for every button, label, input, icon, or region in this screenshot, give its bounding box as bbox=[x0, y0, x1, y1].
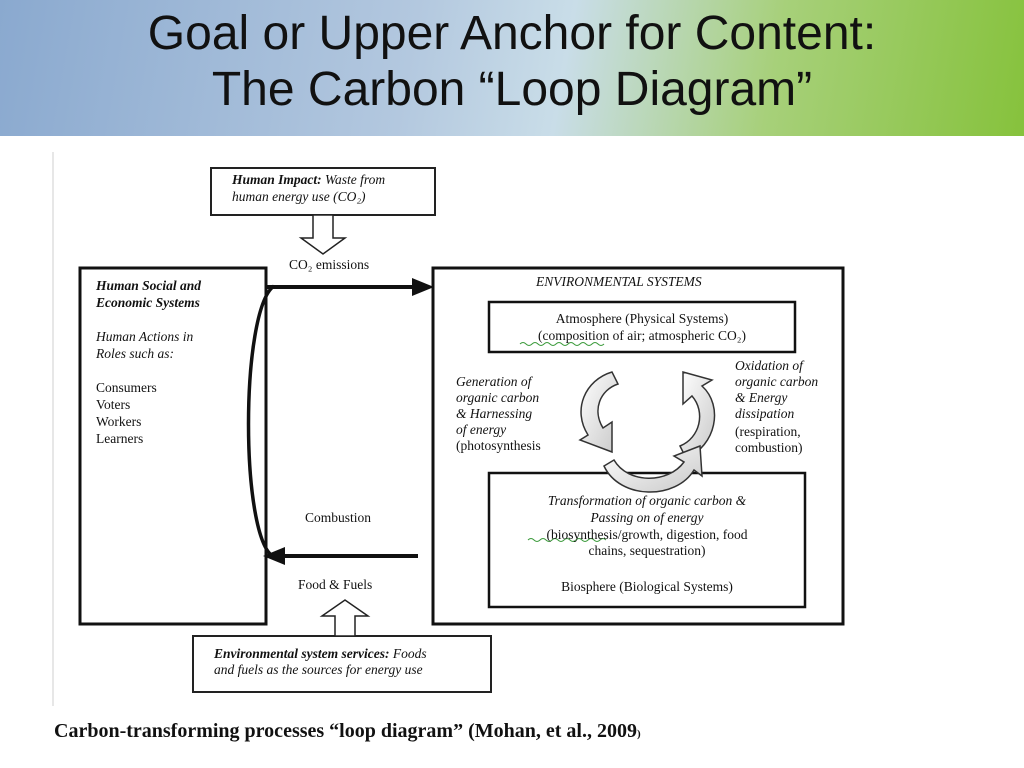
oxidation-paren: combustion) bbox=[735, 440, 803, 455]
generation-paren: (photosynthesis bbox=[456, 438, 541, 453]
atmosphere-line2: (composition of air; atmospheric CO₂) bbox=[538, 328, 746, 343]
generation-line: & Harnessing bbox=[456, 406, 533, 421]
human-systems-title1: Human Social and bbox=[96, 278, 202, 293]
generation-line: Generation of bbox=[456, 374, 532, 389]
env-services-text2: and fuels as the sources for energy use bbox=[214, 662, 423, 677]
human-impact-label: Human Impact: bbox=[232, 172, 322, 187]
spellcheck-underline bbox=[527, 538, 607, 542]
emissions-arrowhead bbox=[412, 278, 434, 296]
food-fuels-label: Food & Fuels bbox=[298, 577, 373, 592]
env-services-text1: Foods bbox=[392, 646, 427, 661]
env-services-label: Environmental system services: bbox=[214, 646, 390, 661]
co2-emissions-label: CO₂ emissions bbox=[289, 257, 370, 272]
role-item: Voters bbox=[96, 397, 131, 412]
role-item: Learners bbox=[96, 431, 144, 446]
oxidation-line: Oxidation of bbox=[735, 358, 803, 373]
loop-curve bbox=[246, 284, 276, 559]
transformation-line2: Passing on of energy bbox=[590, 510, 704, 525]
oxidation-line: & Energy bbox=[735, 390, 788, 405]
figure-caption: Carbon-transforming processes “loop diag… bbox=[54, 720, 641, 743]
generation-line: of energy bbox=[456, 422, 507, 437]
transformation-line4: chains, sequestration) bbox=[588, 543, 706, 558]
role-item: Consumers bbox=[96, 380, 157, 395]
role-item: Workers bbox=[96, 414, 142, 429]
left-cycle-arrow-icon bbox=[578, 371, 620, 454]
caption-tail: ) bbox=[636, 728, 641, 740]
hollow-up-arrow bbox=[319, 599, 371, 637]
bottom-cycle-arrow-icon bbox=[603, 444, 703, 493]
human-impact-text2: human energy use (CO₂) bbox=[232, 189, 366, 204]
atmosphere-box bbox=[487, 300, 797, 354]
human-systems-title2: Economic Systems bbox=[96, 295, 200, 310]
env-systems-title: ENVIRONMENTAL SYSTEMS bbox=[536, 274, 702, 289]
biosphere-label: Biosphere (Biological Systems) bbox=[561, 579, 733, 594]
oxidation-line: dissipation bbox=[735, 406, 795, 421]
transformation-line3: (biosynthesis/growth, digestion, food bbox=[546, 527, 748, 542]
oxidation-line: organic carbon bbox=[735, 374, 819, 389]
slide-title-line1: Goal or Upper Anchor for Content: bbox=[147, 7, 877, 60]
environmental-services-box bbox=[192, 635, 492, 693]
generation-line: organic carbon bbox=[456, 390, 540, 405]
transformation-line1: Transformation of organic carbon & bbox=[547, 493, 747, 508]
biosphere-box bbox=[487, 471, 807, 609]
human-systems-sub2: Roles such as: bbox=[96, 346, 174, 361]
oxidation-paren: (respiration, bbox=[735, 424, 801, 439]
hollow-down-arrow bbox=[298, 214, 348, 255]
human-systems-sub1: Human Actions in bbox=[96, 329, 194, 344]
human-systems-box bbox=[78, 266, 268, 626]
slide-title-line2: The Carbon “Loop Diagram” bbox=[211, 63, 813, 116]
human-impact-text1: Waste from bbox=[325, 172, 386, 187]
caption-main: Carbon-transforming processes “loop diag… bbox=[54, 720, 637, 742]
human-impact-text: Human Impact: Waste from bbox=[232, 172, 385, 188]
human-impact-box bbox=[210, 167, 436, 216]
title-banner: Goal or Upper Anchor for Content: The Ca… bbox=[0, 0, 1024, 136]
env-services-text: Environmental system services: Foods bbox=[214, 646, 427, 662]
slide-title: Goal or Upper Anchor for Content: The Ca… bbox=[0, 6, 1024, 118]
combustion-label: Combustion bbox=[305, 510, 372, 525]
atmosphere-line1: Atmosphere (Physical Systems) bbox=[555, 311, 729, 326]
spellcheck-underline bbox=[519, 342, 605, 346]
